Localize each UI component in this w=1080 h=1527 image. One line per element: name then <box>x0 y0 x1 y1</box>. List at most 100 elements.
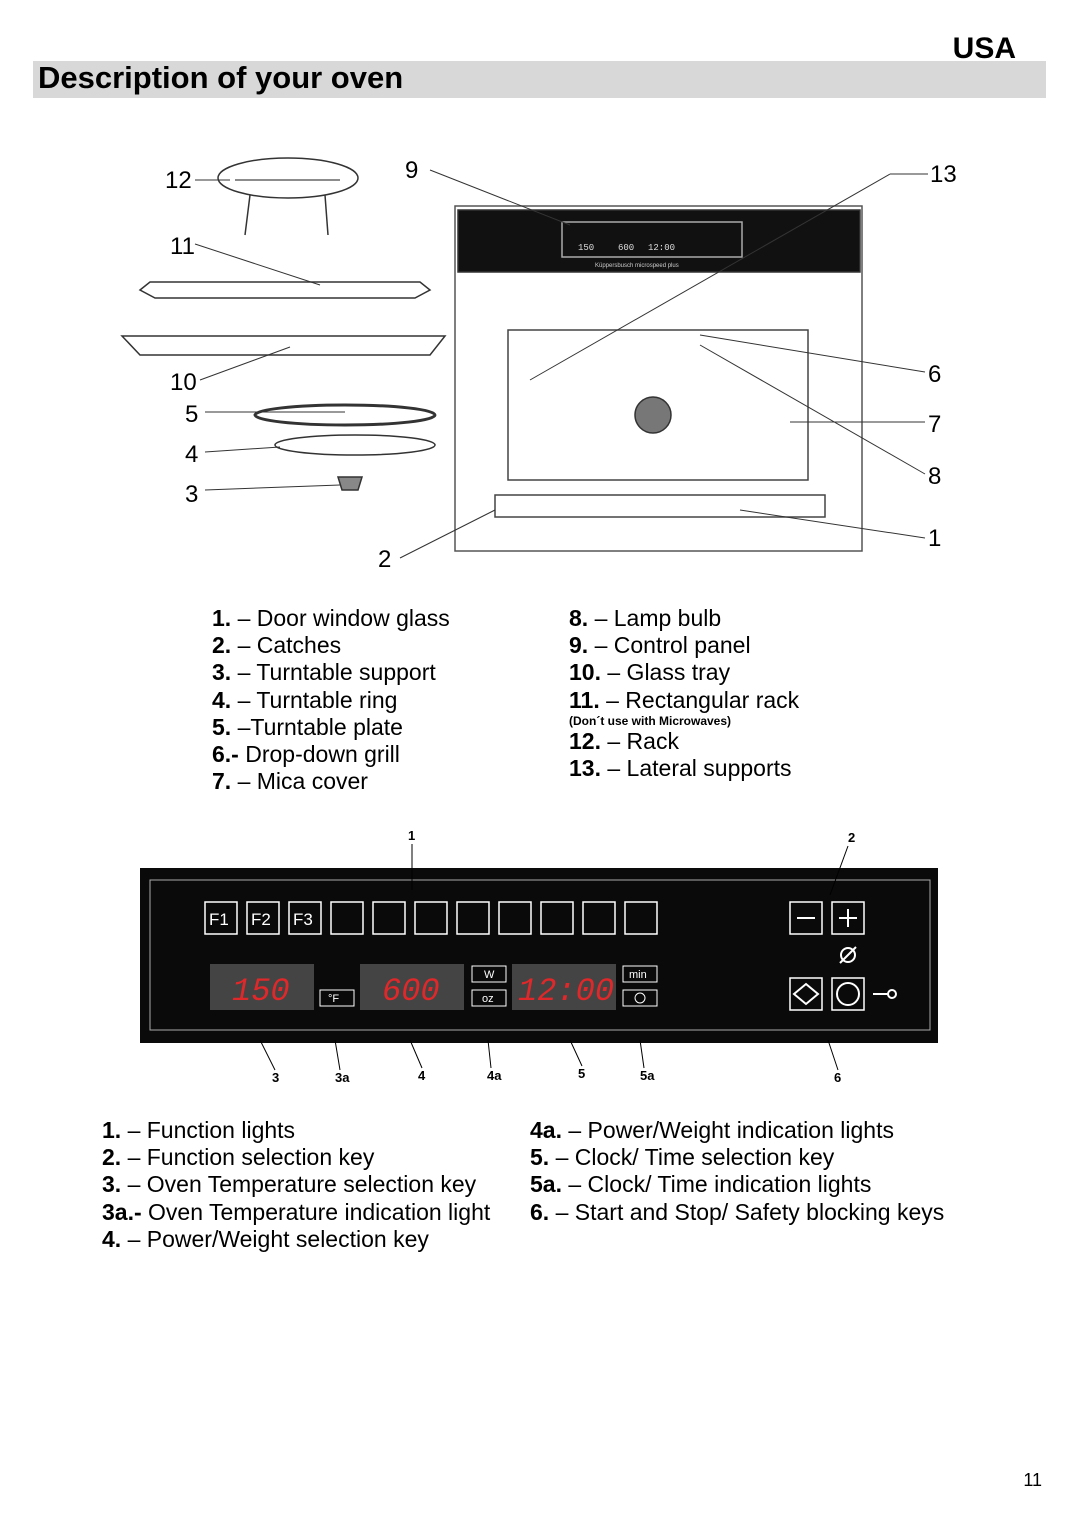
legend-item: 4a. – Power/Weight indication lights <box>530 1117 894 1143</box>
unit-f: °F <box>328 993 339 1005</box>
callout-7: 7 <box>928 411 941 438</box>
panel-callout-6: 6 <box>834 1070 841 1085</box>
stop-icon <box>836 982 860 1006</box>
legend-item: 2. – Catches <box>212 632 342 659</box>
panel-callout-2: 2 <box>848 830 855 845</box>
brand-label: Küppersbusch microspeed plus <box>595 263 679 269</box>
callout-13: 13 <box>930 161 957 188</box>
panel-callout-3: 3 <box>272 1070 279 1085</box>
f3-label: F3 <box>293 910 313 929</box>
clock-icon <box>634 992 646 1004</box>
callout-5: 5 <box>185 401 198 428</box>
legend-item: 5a. – Clock/ Time indication lights <box>530 1171 872 1198</box>
power-display <box>360 964 464 1010</box>
mini-temp-display: 150 <box>578 243 594 253</box>
panel-callout-5a: 5a <box>640 1068 655 1083</box>
clock-display <box>512 964 616 1010</box>
panel-callout-3a: 3a <box>335 1070 350 1085</box>
unit-w-box <box>471 965 507 983</box>
legend-item: 9. – Control panel <box>569 632 751 659</box>
oven-legend-left: 1. – Door window glass 2. – Catches 3. –… <box>212 605 552 795</box>
callout-12: 12 <box>165 167 192 194</box>
unit-oz: oz <box>482 993 494 1005</box>
oven-legend-right: 8. – Lamp bulb 9. – Control panel 10. – … <box>569 605 969 782</box>
unit-min: min <box>629 969 647 981</box>
callout-11: 11 <box>170 233 195 260</box>
panel-legend-left: 1. – Function lights 2. – Function selec… <box>102 1117 522 1253</box>
callout-3: 3 <box>185 481 198 508</box>
power-value: 600 <box>382 973 440 1010</box>
oven-diagram: 12 11 10 5 4 3 2 9 13 6 7 8 1 150 600 12… <box>120 157 957 573</box>
callout-4: 4 <box>185 441 198 468</box>
fan-icon <box>498 901 532 935</box>
panel-callout-5: 5 <box>578 1066 585 1081</box>
oven-control-strip <box>457 209 861 273</box>
turntable-plate-illustration <box>253 403 437 427</box>
callout-10: 10 <box>170 369 197 396</box>
clock-icon-box <box>622 989 658 1007</box>
turntable-support-illustration <box>336 476 364 491</box>
grill-micro-wave-icon <box>540 901 574 935</box>
panel-background <box>140 868 938 1043</box>
panel-callout-1: 1 <box>408 828 415 843</box>
callout-9: 9 <box>405 157 418 184</box>
legend-item: 8. – Lamp bulb <box>569 605 722 631</box>
legend-item: 13. – Lateral supports <box>569 755 792 782</box>
page-number: 11 <box>1023 1470 1042 1490</box>
legend-item: 4. – Power/Weight selection key <box>102 1225 429 1252</box>
grill-icon <box>582 901 616 935</box>
legend-item: 6. – Start and Stop/ Safety blocking key… <box>530 1198 945 1225</box>
microwave-icon <box>624 901 658 935</box>
grill-micro-icon <box>456 901 490 935</box>
stop-key <box>831 977 865 1011</box>
callout-8: 8 <box>928 463 941 490</box>
rectangular-rack-illustration <box>138 281 432 299</box>
legend-item: 5. – Clock/ Time selection key <box>530 1144 835 1171</box>
round-rack-illustration <box>217 157 359 199</box>
grill-fan-icon <box>414 901 448 935</box>
temp-display <box>210 964 314 1010</box>
minus-key <box>789 901 823 935</box>
defrost-weight-icon <box>372 901 406 935</box>
legend-item: 4. – Turntable ring <box>212 686 398 713</box>
title-bar <box>33 61 1046 98</box>
legend-item: 5. –Turntable plate <box>212 713 403 740</box>
legend-item: 12. – Rack <box>569 727 679 754</box>
panel-legend-right: 4a. – Power/Weight indication lights 5. … <box>530 1117 970 1226</box>
mini-power-display: 600 <box>618 243 634 253</box>
legend-item: 7. – Mica cover <box>212 768 368 795</box>
unit-f-box <box>319 989 355 1007</box>
safety-lock-icon <box>840 947 856 963</box>
clock-value: 12:00 <box>518 973 614 1010</box>
callout-2: 2 <box>378 546 391 573</box>
legend-item: 3. – Turntable support <box>212 659 436 686</box>
glass-tray-illustration <box>120 335 447 356</box>
legend-item: 1. – Door window glass <box>212 605 450 631</box>
legend-item: 11. – Rectangular rack <box>569 686 800 713</box>
page-title: Description of your oven <box>38 60 404 95</box>
unit-w: W <box>484 969 495 981</box>
temp-value: 150 <box>232 973 290 1010</box>
control-panel-diagram: 1 2 3 3a 4 4a 5 5a 6 F1 F2 F3 <box>140 828 938 1085</box>
legend-item: 6.- Drop-down grill <box>212 741 400 768</box>
panel-callout-4a: 4a <box>487 1068 502 1083</box>
region-label: USA <box>952 32 1016 65</box>
f3-key <box>288 901 322 935</box>
start-key <box>789 977 823 1011</box>
legend-item: 3a.- Oven Temperature indication light <box>102 1198 491 1225</box>
legend-item: 2. – Function selection key <box>102 1144 375 1171</box>
legend-note: (Don´t use with Microwaves) <box>569 713 732 728</box>
callout-1: 1 <box>928 525 941 552</box>
legend-item: 3. – Oven Temperature selection key <box>102 1171 477 1198</box>
f1-key <box>204 901 238 935</box>
turntable-ring-illustration <box>274 434 436 456</box>
legend-item: 1. – Function lights <box>102 1117 296 1143</box>
oven-body <box>454 205 863 552</box>
unit-min-box <box>622 965 658 983</box>
legend-item: 10. – Glass tray <box>569 659 731 686</box>
start-icon <box>792 982 820 1006</box>
mini-clock-display: 12:00 <box>648 243 675 253</box>
f2-key <box>246 901 280 935</box>
panel-callout-4: 4 <box>418 1068 426 1083</box>
callout-6: 6 <box>928 361 941 388</box>
